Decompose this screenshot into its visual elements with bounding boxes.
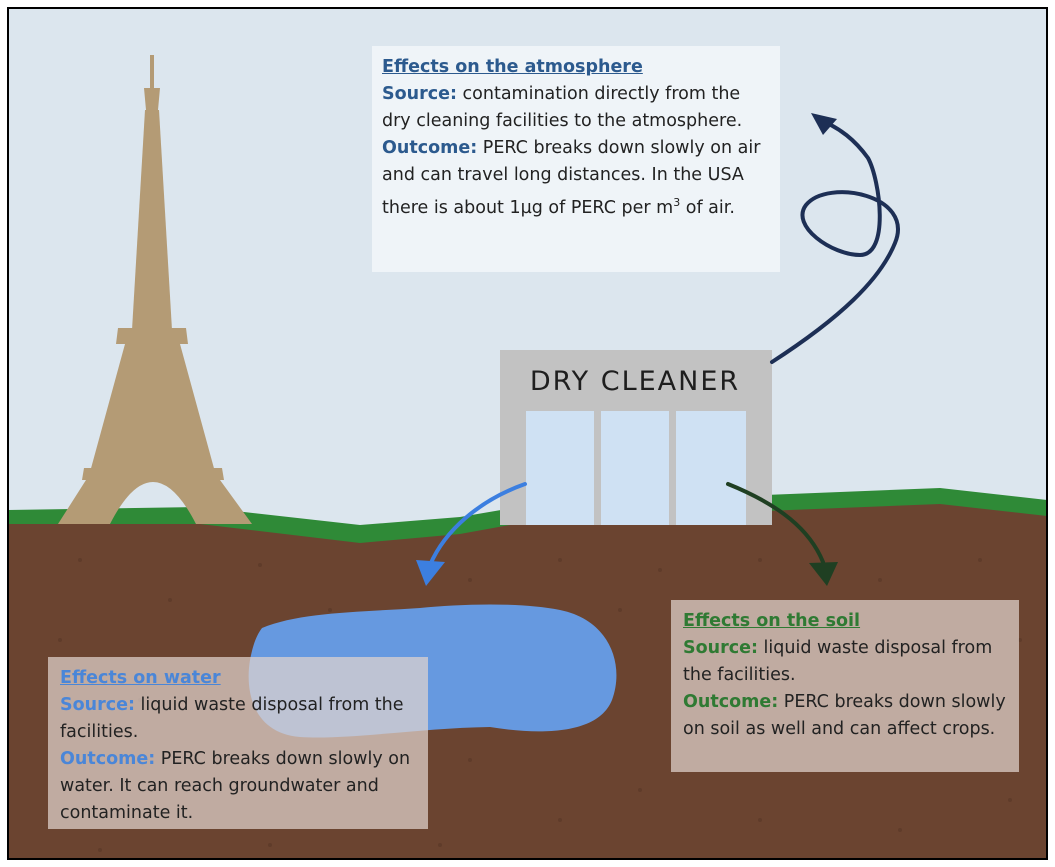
water-source-text: liquid waste disposal from the facilitie…	[60, 695, 404, 742]
atmosphere-source-label: Source:	[382, 84, 457, 104]
atmosphere-heading: Effects on the atmosphere	[382, 57, 643, 77]
water-info-box: Effects on water Source: liquid waste di…	[48, 657, 428, 829]
arrowhead-atmosphere	[811, 113, 837, 135]
soil-outcome-text: PERC breaks down slowly on soil as well …	[683, 692, 1006, 739]
atmosphere-outcome-label: Outcome:	[382, 138, 478, 158]
arrow-to-soil	[726, 482, 825, 564]
atmosphere-info-box: Effects on the atmosphere Source: contam…	[372, 46, 780, 272]
water-outcome-text: PERC breaks down slowly on water. It can…	[60, 749, 411, 823]
atmosphere-outcome-text-end: of air.	[680, 197, 735, 218]
atmosphere-source-text: contamination directly from the dry clea…	[382, 84, 743, 131]
soil-outcome-label: Outcome:	[683, 692, 779, 712]
arrowhead-soil	[809, 562, 838, 586]
water-heading: Effects on water	[60, 668, 221, 688]
atmosphere-outcome-text: PERC breaks down slowly on air and can t…	[382, 138, 761, 218]
water-source-label: Source:	[60, 695, 135, 715]
arrow-to-water	[428, 482, 527, 567]
building-sign: DRY CLEANER	[529, 366, 741, 397]
soil-info-box: Effects on the soil Source: liquid waste…	[671, 600, 1019, 772]
atmosphere-outcome-sup: 3	[673, 196, 681, 209]
soil-source-label: Source:	[683, 638, 758, 658]
frame-border	[7, 7, 1048, 860]
dry-cleaner-building	[500, 350, 772, 525]
arrow-to-atmosphere	[770, 118, 900, 364]
eiffel-tower	[58, 55, 252, 524]
arrowhead-water	[416, 560, 445, 586]
water-outcome-label: Outcome:	[60, 749, 156, 769]
soil-heading: Effects on the soil	[683, 611, 861, 631]
soil-source-text: liquid waste disposal from the facilitie…	[683, 638, 993, 685]
